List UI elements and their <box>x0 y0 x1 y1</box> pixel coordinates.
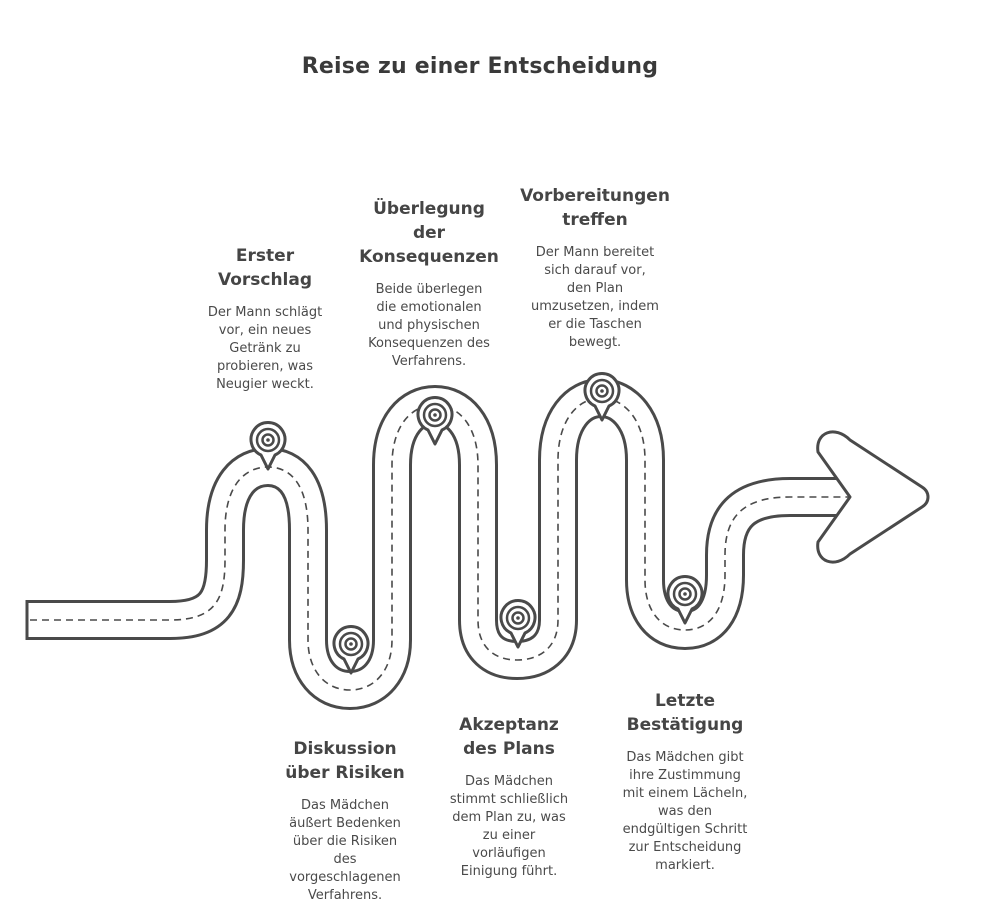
step-ueberlegung-der-konsequenzen: Überlegung der Konsequenzen Beide überle… <box>349 197 509 371</box>
step-title: Letzte Bestätigung <box>626 691 744 735</box>
map-pin-icon <box>666 575 704 625</box>
step-title: Akzeptanz des Plans <box>459 715 559 759</box>
diagram-title: Reise zu einer Entscheidung <box>301 54 659 79</box>
road-center-line <box>30 397 860 691</box>
step-description: Der Mann bereitet sich darauf vor, den P… <box>531 245 659 350</box>
map-pin-icon <box>583 372 621 422</box>
step-title: Vorbereitungen treffen <box>520 186 670 230</box>
step-title: Erster Vorschlag <box>217 246 313 290</box>
step-description: Das Mädchen äußert Bedenken über die Ris… <box>289 798 401 902</box>
step-erster-vorschlag: Erster Vorschlag Der Mann schlägt vor, e… <box>185 244 345 394</box>
step-description: Der Mann schlägt vor, ein neues Getränk … <box>207 305 323 392</box>
arrow-head-inner <box>836 450 873 544</box>
step-description: Das Mädchen stimmt schließlich dem Plan … <box>449 774 569 879</box>
step-vorbereitungen-treffen: Vorbereitungen treffen Der Mann bereitet… <box>510 184 680 352</box>
step-title: Überlegung der Konsequenzen <box>359 199 499 267</box>
map-pin-icon <box>416 396 454 446</box>
map-pin-icon <box>499 599 537 649</box>
step-title: Diskussion über Risiken <box>285 739 405 783</box>
step-description: Das Mädchen gibt ihre Zustimmung mit ein… <box>622 750 748 873</box>
step-akzeptanz-des-plans: Akzeptanz des Plans Das Mädchen stimmt s… <box>429 713 589 881</box>
step-description: Beide überlegen die emotionalen und phys… <box>368 282 490 369</box>
step-letzte-bestaetigung: Letzte Bestätigung Das Mädchen gibt ihre… <box>600 689 770 875</box>
map-pin-icon <box>332 625 370 675</box>
map-pin-icon <box>249 421 287 471</box>
step-diskussion-ueber-risiken: Diskussion über Risiken Das Mädchen äuße… <box>265 737 425 902</box>
